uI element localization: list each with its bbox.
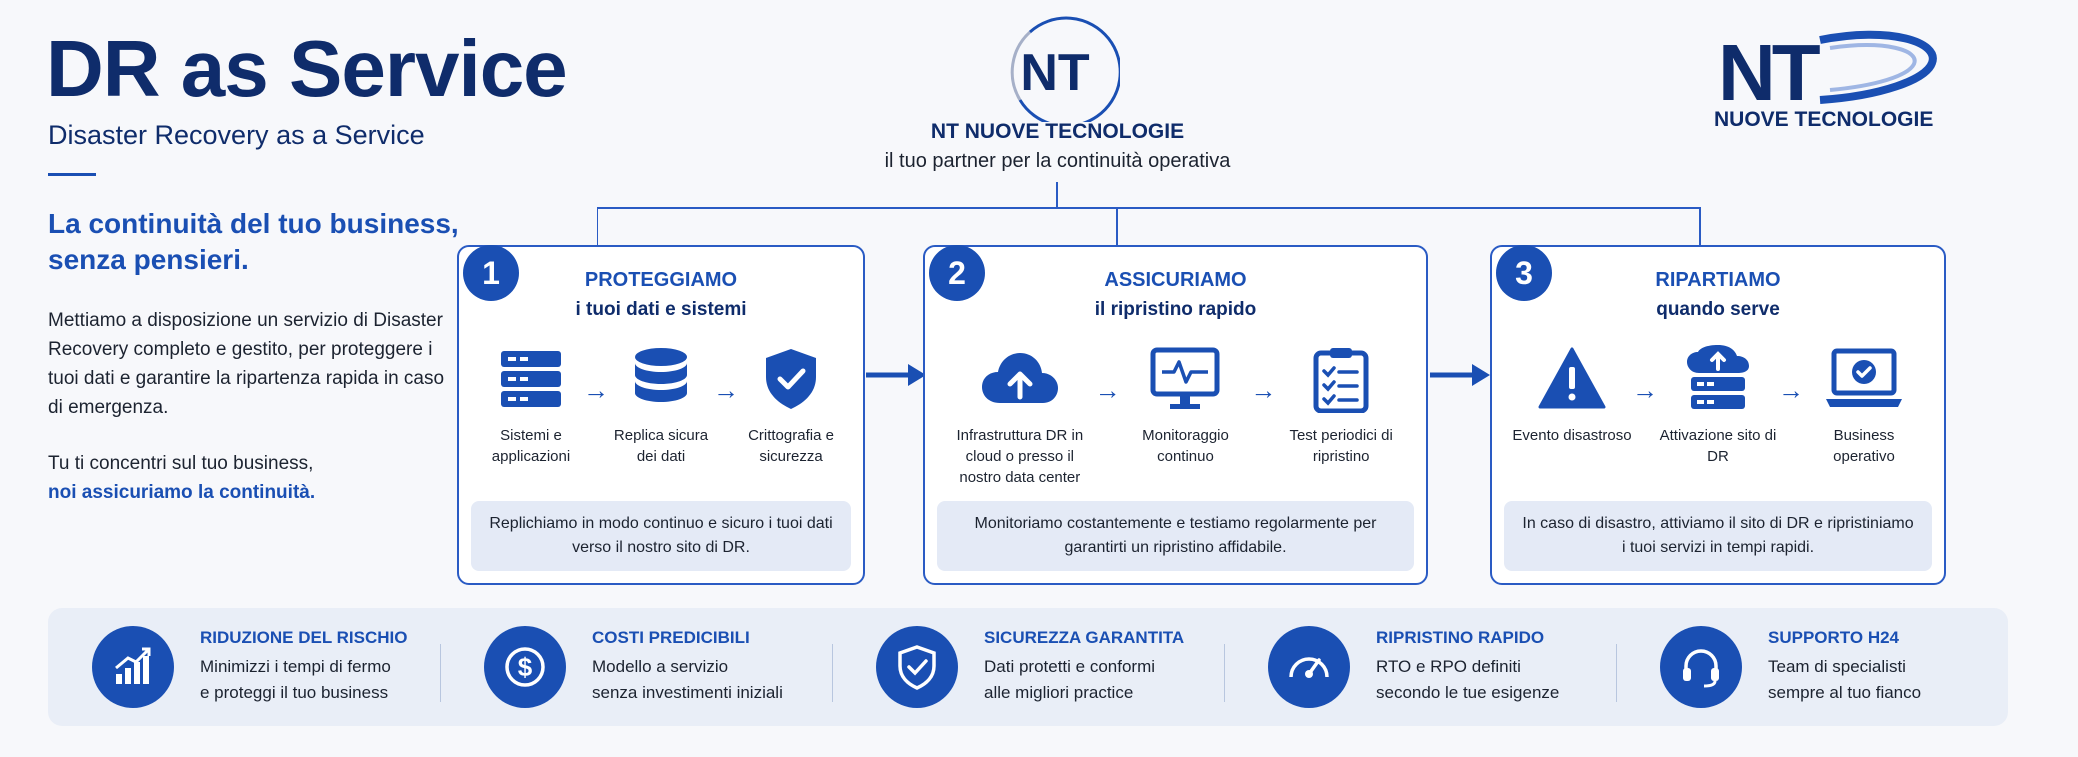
company-logo: NT NUOVE TECNOLOGIE <box>1700 18 1950 138</box>
step-card-1: 1 PROTEGGIAMO i tuoi dati e sistemi Sist… <box>457 245 865 585</box>
step-note: Replichiamo in modo continuo e sicuro i … <box>471 501 851 571</box>
step-item: Evento disastroso <box>1512 345 1632 446</box>
item-label: Test periodici di ripristino <box>1289 427 1393 465</box>
benefit-title: COSTI PREDICIBILI <box>592 628 750 647</box>
logo-letters: NT <box>1718 28 1821 117</box>
svg-text:$: $ <box>518 652 533 682</box>
benefit-item: SICUREZZA GARANTITA Dati protetti e conf… <box>832 626 1224 708</box>
brand-tagline: il tuo partner per la continuità operati… <box>884 150 1231 172</box>
arrow-icon: → <box>1632 375 1658 405</box>
server-icon <box>501 351 561 407</box>
tree-connector <box>597 182 1701 248</box>
benefit-line: secondo le tue esigenze <box>1376 683 1560 702</box>
page-subtitle: Disaster Recovery as a Service <box>48 120 425 150</box>
step-card-3: 3 RIPARTIAMO quando serve Evento disastr… <box>1490 245 1946 585</box>
step-item: Test periodici di ripristino <box>1276 345 1406 467</box>
nt-badge-logo: NT <box>990 12 1122 128</box>
arrow-icon: → <box>1250 375 1277 405</box>
benefit-line: Dati protetti e conformi <box>984 657 1156 676</box>
item-label: Evento disastroso <box>1512 427 1632 444</box>
database-icon <box>635 348 687 402</box>
page-title: DR as Service <box>46 24 568 113</box>
benefit-item: $ COSTI PREDICIBILI Modello a servizio s… <box>440 626 832 708</box>
arrow-icon: → <box>1778 375 1804 405</box>
step-note: In caso di disastro, attiviamo il sito d… <box>1504 501 1932 571</box>
monitor-pulse-icon <box>1150 347 1220 409</box>
item-label: Replica sicura dei dati <box>613 427 709 465</box>
step-title: PROTEGGIAMO <box>584 269 738 291</box>
benefit-title: RIDUZIONE DEL RISCHIO <box>200 628 408 647</box>
flow-arrow-icon <box>1430 364 1490 386</box>
benefit-line: RTO e RPO definiti <box>1376 657 1521 676</box>
tagline: La continuità del tuo business, senza pe… <box>48 208 459 275</box>
cloud-upload-icon <box>981 353 1058 403</box>
benefit-title: RIPRISTINO RAPIDO <box>1376 628 1545 647</box>
benefits-bar: RIDUZIONE DEL RISCHIO Minimizzi i tempi … <box>48 608 2008 726</box>
laptop-check-icon <box>1826 348 1902 407</box>
clipboard-checklist-icon <box>1313 348 1369 413</box>
step-number: 1 <box>463 245 519 301</box>
item-label: Attivazione sito di DR <box>1659 427 1777 465</box>
step-item: Sistemi e applicazioni <box>479 345 583 467</box>
arrow-icon: → <box>713 375 739 405</box>
server-cloud-icon <box>1687 345 1749 409</box>
step-card-2: 2 ASSICURIAMO il ripristino rapido Infra… <box>923 245 1428 585</box>
nt-badge-text: NT <box>1020 44 1090 102</box>
step-item: Attivazione sito di DR <box>1658 345 1778 467</box>
step-item: Crittografia e sicurezza <box>739 345 843 467</box>
item-label: Sistemi e applicazioni <box>491 427 571 465</box>
step-title: ASSICURIAMO <box>1104 269 1247 291</box>
focus-line-2: noi assicuriamo la continuità. <box>48 482 316 503</box>
benefit-line: alle migliori practice <box>984 683 1134 702</box>
speedometer-icon <box>1268 626 1350 708</box>
step-number: 3 <box>1496 245 1552 301</box>
focus-line-1: Tu ti concentri sul tuo business, <box>48 453 314 474</box>
benefit-item: RIPRISTINO RAPIDO RTO e RPO definiti sec… <box>1224 626 1616 708</box>
item-label: Infrastruttura DR in cloud o presso il n… <box>956 427 1084 486</box>
divider <box>48 173 96 176</box>
benefit-line: e proteggi il tuo business <box>200 683 389 702</box>
benefit-item: SUPPORTO H24 Team di specialisti sempre … <box>1616 626 2008 708</box>
step-subtitle: il ripristino rapido <box>1094 299 1257 320</box>
growth-chart-icon <box>92 626 174 708</box>
warning-icon <box>1538 347 1606 409</box>
benefit-line: Modello a servizio <box>592 657 729 676</box>
arrow-icon: → <box>1094 375 1121 405</box>
benefit-line: sempre al tuo fianco <box>1768 683 1922 702</box>
logo-caption: NUOVE TECNOLOGIE <box>1714 108 1933 131</box>
headset-icon <box>1660 626 1742 708</box>
brand-name: NT NUOVE TECNOLOGIE <box>930 120 1185 143</box>
step-item: Replica sicura dei dati <box>609 345 713 467</box>
intro-text: Mettiamo a disposizione un servizio di D… <box>48 310 445 418</box>
item-label: Monitoraggio continuo <box>1142 427 1229 465</box>
benefit-line: Team di specialisti <box>1768 657 1906 676</box>
step-title: RIPARTIAMO <box>1655 269 1781 291</box>
step-subtitle: quando serve <box>1656 299 1780 320</box>
step-number: 2 <box>929 245 985 301</box>
shield-check-icon <box>876 626 958 708</box>
step-item: Infrastruttura DR in cloud o presso il n… <box>945 345 1095 488</box>
benefit-title: SUPPORTO H24 <box>1768 628 1900 647</box>
step-note: Monitoriamo costantemente e testiamo reg… <box>937 501 1414 571</box>
item-label: Business operativo <box>1833 427 1895 465</box>
benefit-line: Minimizzi i tempi di fermo <box>200 657 391 676</box>
benefit-line: senza investimenti iniziali <box>592 683 783 702</box>
shield-check-icon <box>766 349 816 409</box>
item-label: Crittografia e sicurezza <box>748 427 834 465</box>
dollar-coin-icon: $ <box>484 626 566 708</box>
step-item: Monitoraggio continuo <box>1121 345 1251 467</box>
flow-arrow-icon <box>866 364 926 386</box>
focus-text: Tu ti concentri sul tuo business, noi as… <box>48 449 448 507</box>
step-subtitle: i tuoi dati e sistemi <box>575 299 747 320</box>
benefit-title: SICUREZZA GARANTITA <box>984 628 1185 647</box>
benefit-item: RIDUZIONE DEL RISCHIO Minimizzi i tempi … <box>48 626 440 708</box>
arrow-icon: → <box>583 375 609 405</box>
step-item: Business operativo <box>1804 345 1924 467</box>
